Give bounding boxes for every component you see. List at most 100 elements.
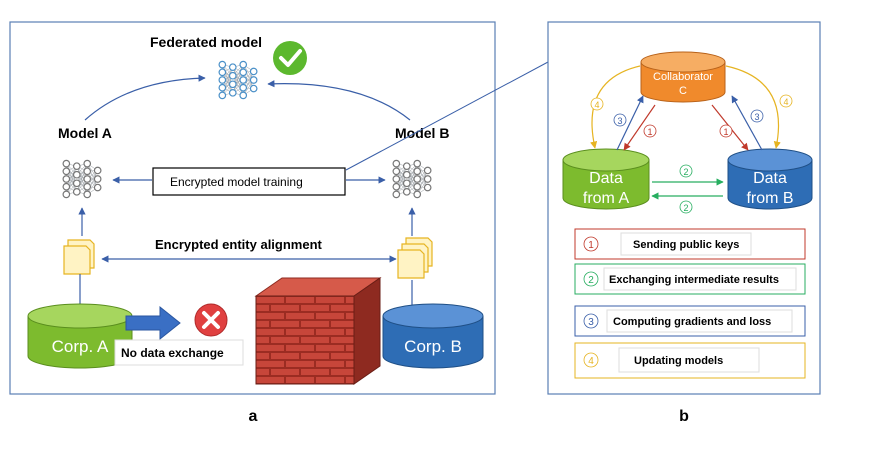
step1-marker-right: 1 xyxy=(719,124,733,138)
legend-step1: 1 Sending public keys xyxy=(574,228,806,260)
svg-text:3: 3 xyxy=(754,112,759,122)
corp-a-cylinder xyxy=(27,303,133,369)
network-node xyxy=(72,162,81,171)
network-node xyxy=(413,159,422,168)
svg-text:4: 4 xyxy=(594,100,599,110)
svg-text:4: 4 xyxy=(588,356,594,367)
data-from-a-cylinder xyxy=(562,148,650,210)
network-node xyxy=(402,162,411,171)
network-edge xyxy=(232,72,244,93)
collaborator-label-line1: Collaborator xyxy=(653,71,713,83)
network-node xyxy=(392,167,401,176)
caption-b: b xyxy=(679,408,689,425)
data-a-label-line2: from A xyxy=(583,190,630,207)
network-node xyxy=(423,166,432,175)
data-a-label-line1: Data xyxy=(589,170,623,187)
network-node xyxy=(402,187,411,196)
network-node xyxy=(83,175,92,183)
caption-a: a xyxy=(249,408,258,425)
arrow-step3-from-b xyxy=(731,95,763,151)
legend-step4: 4 Updating models xyxy=(574,342,806,379)
connector-line-top xyxy=(345,61,549,171)
data-from-b-cylinder xyxy=(727,148,813,210)
legend-step1-label: Sending public keys xyxy=(633,239,739,251)
network-edge xyxy=(222,67,233,88)
network-node xyxy=(83,190,92,199)
network-edge xyxy=(76,166,88,187)
arrow-step3-from-a xyxy=(616,95,644,151)
corp-a-label: Corp. A xyxy=(52,337,109,356)
network-node xyxy=(228,80,237,89)
network-edge xyxy=(66,171,77,192)
network-edge xyxy=(222,72,233,93)
federated-network-icon xyxy=(218,60,258,100)
corp-b-cylinder xyxy=(382,303,484,369)
network-node xyxy=(72,187,81,196)
federated-model-title: Federated model xyxy=(150,34,262,50)
x-mark-icon xyxy=(194,303,228,337)
network-node xyxy=(83,159,92,168)
network-node xyxy=(413,190,422,199)
panel-a-frame xyxy=(9,21,496,395)
data-b-label-line1: Data xyxy=(753,170,787,187)
network-node xyxy=(249,67,258,76)
network-edge xyxy=(406,171,418,192)
step2-marker-bottom: 2 xyxy=(679,200,693,214)
network-edge xyxy=(242,64,254,89)
arrow-step4-to-b xyxy=(725,65,781,149)
svg-text:3: 3 xyxy=(588,317,594,328)
legend-step2-label: Exchanging intermediate results xyxy=(609,274,779,286)
entity-alignment-label: Encrypted entity alignment xyxy=(155,237,323,252)
network-node xyxy=(218,68,227,77)
step3-marker-left: 3 xyxy=(613,113,627,127)
brick-wall-icon xyxy=(254,277,382,385)
network-node xyxy=(228,71,237,80)
network-node xyxy=(413,167,422,176)
legend-step3: 3 Computing gradients and loss xyxy=(574,305,806,337)
step3-marker-right: 3 xyxy=(750,109,764,123)
svg-text:4: 4 xyxy=(783,97,788,107)
network-node xyxy=(392,159,401,168)
svg-text:1: 1 xyxy=(647,127,652,137)
svg-text:2: 2 xyxy=(683,203,688,213)
network-edge xyxy=(396,166,407,187)
documents-a-icon xyxy=(63,239,95,275)
model-b-network-icon xyxy=(392,159,432,199)
network-node xyxy=(93,175,102,183)
network-node xyxy=(239,60,248,69)
check-icon xyxy=(273,41,307,75)
corp-b-label: Corp. B xyxy=(404,337,462,356)
model-a-label: Model A xyxy=(58,125,112,141)
svg-text:2: 2 xyxy=(683,167,688,177)
legend-step3-label: Computing gradients and loss xyxy=(613,316,771,328)
arrow-step1-to-a xyxy=(623,104,656,151)
network-node xyxy=(83,182,92,191)
documents-b-icon xyxy=(397,237,433,279)
network-node xyxy=(239,91,248,100)
step4-marker-right: 4 xyxy=(779,94,793,108)
network-node xyxy=(392,182,401,191)
network-node xyxy=(62,190,71,199)
network-node xyxy=(249,84,258,93)
step4-marker-left: 4 xyxy=(590,97,604,111)
network-edge xyxy=(76,171,88,192)
network-edge xyxy=(86,170,98,195)
encrypted-training-box xyxy=(152,167,346,196)
svg-text:1: 1 xyxy=(723,127,728,137)
network-node xyxy=(93,166,102,175)
network-node xyxy=(392,175,401,183)
network-node xyxy=(62,182,71,191)
network-node xyxy=(423,175,432,183)
network-node xyxy=(239,83,248,92)
network-node xyxy=(218,60,227,69)
arc-model-a-to-federated xyxy=(84,74,206,121)
network-node xyxy=(249,76,258,84)
arrow-step4-to-a xyxy=(590,65,641,149)
network-edge xyxy=(66,166,77,187)
network-edge xyxy=(242,71,254,96)
network-node xyxy=(228,88,237,97)
network-edge xyxy=(86,163,98,188)
legend-step2: 2 Exchanging intermediate results xyxy=(574,263,806,295)
network-node xyxy=(228,63,237,72)
